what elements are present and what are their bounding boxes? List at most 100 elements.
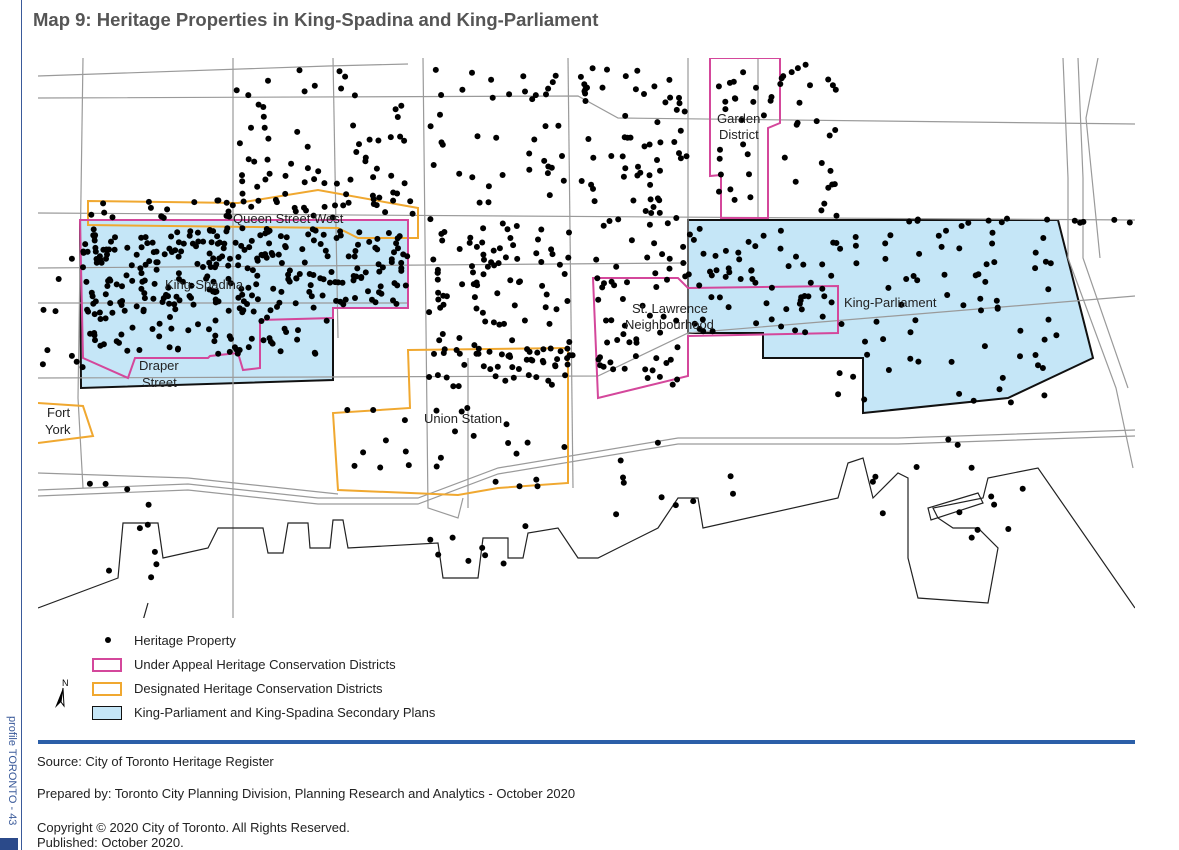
heritage-property-dot <box>190 301 197 308</box>
heritage-property-dot <box>379 264 386 271</box>
heritage-property-dot <box>595 356 602 363</box>
heritage-property-dot <box>377 283 384 290</box>
heritage-property-dot <box>175 270 182 277</box>
heritage-property-dot <box>644 375 651 381</box>
heritage-property-dot <box>566 229 572 236</box>
heritage-property-dot <box>166 245 173 252</box>
union-station-hcd <box>331 346 569 497</box>
heritage-property-dot <box>214 233 221 240</box>
heritage-property-dot <box>90 226 97 233</box>
heritage-property-dot <box>434 269 441 276</box>
heritage-property-dot <box>906 218 913 225</box>
heritage-property-dot <box>221 240 228 247</box>
heritage-property-dot <box>480 225 487 232</box>
heritage-property-dot <box>147 204 154 211</box>
heritage-property-dot <box>659 251 666 258</box>
heritage-property-dot <box>960 302 967 309</box>
heritage-property-dot <box>768 284 775 291</box>
heritage-property-dot <box>285 276 292 283</box>
page-side-label: profile TORONTO - 43 <box>6 716 18 826</box>
heritage-property-dot <box>282 244 289 251</box>
heritage-property-dot <box>225 275 232 282</box>
heritage-property-dot <box>674 376 681 383</box>
heritage-property-dot <box>153 561 160 568</box>
heritage-property-dot <box>165 284 172 291</box>
heritage-property-dot <box>254 296 261 303</box>
heritage-property-dot <box>235 254 242 260</box>
heritage-property-dot <box>251 158 258 165</box>
heritage-property-dot <box>907 329 914 336</box>
heritage-property-dot <box>524 439 531 446</box>
heritage-property-dot <box>172 306 179 313</box>
heritage-property-dot <box>778 75 785 82</box>
heritage-property-dot <box>249 292 255 299</box>
heritage-property-dot <box>278 260 285 266</box>
heritage-property-dot <box>351 253 358 260</box>
heritage-property-dot <box>311 176 318 183</box>
heritage-property-dot <box>212 299 219 306</box>
heritage-property-dot <box>335 279 342 286</box>
heritage-property-dot <box>534 349 541 356</box>
heritage-property-dot <box>206 326 212 333</box>
heritage-property-dot <box>712 252 719 259</box>
heritage-property-dot <box>138 285 145 292</box>
heritage-property-dot <box>387 134 394 141</box>
heritage-property-dot <box>456 335 463 341</box>
heritage-property-dot <box>435 289 442 296</box>
heritage-property-dot <box>641 143 648 150</box>
heritage-property-dot <box>725 265 732 272</box>
heritage-property-dot <box>140 308 147 315</box>
heritage-property-dot <box>700 250 707 257</box>
heritage-property-dot <box>829 181 836 188</box>
label-fort-york-2: York <box>45 422 71 437</box>
heritage-property-dot <box>1044 216 1051 223</box>
heritage-property-dot <box>802 329 809 336</box>
heritage-property-dot <box>548 381 555 388</box>
heritage-property-dot <box>974 526 981 533</box>
heritage-property-dot <box>494 290 501 297</box>
heritage-property-dot <box>239 190 246 197</box>
heritage-property-dot <box>244 265 251 272</box>
heritage-property-dot <box>68 255 75 262</box>
heritage-property-dot <box>989 240 996 247</box>
heritage-property-dot <box>945 436 952 443</box>
heritage-property-dot <box>159 299 166 305</box>
heritage-property-dot <box>510 374 517 381</box>
heritage-property-dot <box>488 259 495 266</box>
heritage-property-dot <box>1041 336 1048 343</box>
heritage-property-dot <box>501 320 507 327</box>
heritage-property-dot <box>727 186 734 193</box>
heritage-property-dot <box>619 153 626 160</box>
heritage-property-dot <box>249 267 256 274</box>
heritage-property-dot <box>597 362 604 369</box>
heritage-property-dot <box>106 276 113 283</box>
heritage-property-dot <box>113 281 120 288</box>
heritage-property-dot <box>79 364 86 371</box>
footer-rule <box>38 740 1135 744</box>
waterfront-piers <box>38 457 1135 618</box>
heritage-property-dot <box>436 337 443 344</box>
heritage-property-dot <box>214 197 221 204</box>
heritage-property-dot <box>393 300 400 307</box>
heritage-property-dot <box>260 113 267 120</box>
heritage-property-dot <box>735 249 742 256</box>
heritage-property-dot <box>245 284 252 291</box>
designated-hcd-outlines <box>38 188 569 497</box>
heritage-property-dot <box>214 240 221 247</box>
heritage-property-dot <box>304 165 311 172</box>
heritage-property-dot <box>565 254 572 261</box>
heritage-property-dot <box>213 261 220 268</box>
heritage-property-dot <box>663 360 670 366</box>
heritage-property-dot <box>988 493 995 500</box>
heritage-property-dot <box>83 278 90 285</box>
heritage-property-dot <box>490 247 497 254</box>
heritage-property-dot <box>566 339 573 345</box>
heritage-property-dot <box>145 198 152 205</box>
king-spadina-hcd <box>78 219 409 380</box>
heritage-property-dot <box>356 141 362 148</box>
heritage-property-dot <box>696 282 703 289</box>
heritage-property-dot <box>666 76 673 83</box>
heritage-property-dot <box>507 235 514 241</box>
heritage-property-dot <box>144 240 151 247</box>
heritage-property-dot <box>564 298 571 304</box>
